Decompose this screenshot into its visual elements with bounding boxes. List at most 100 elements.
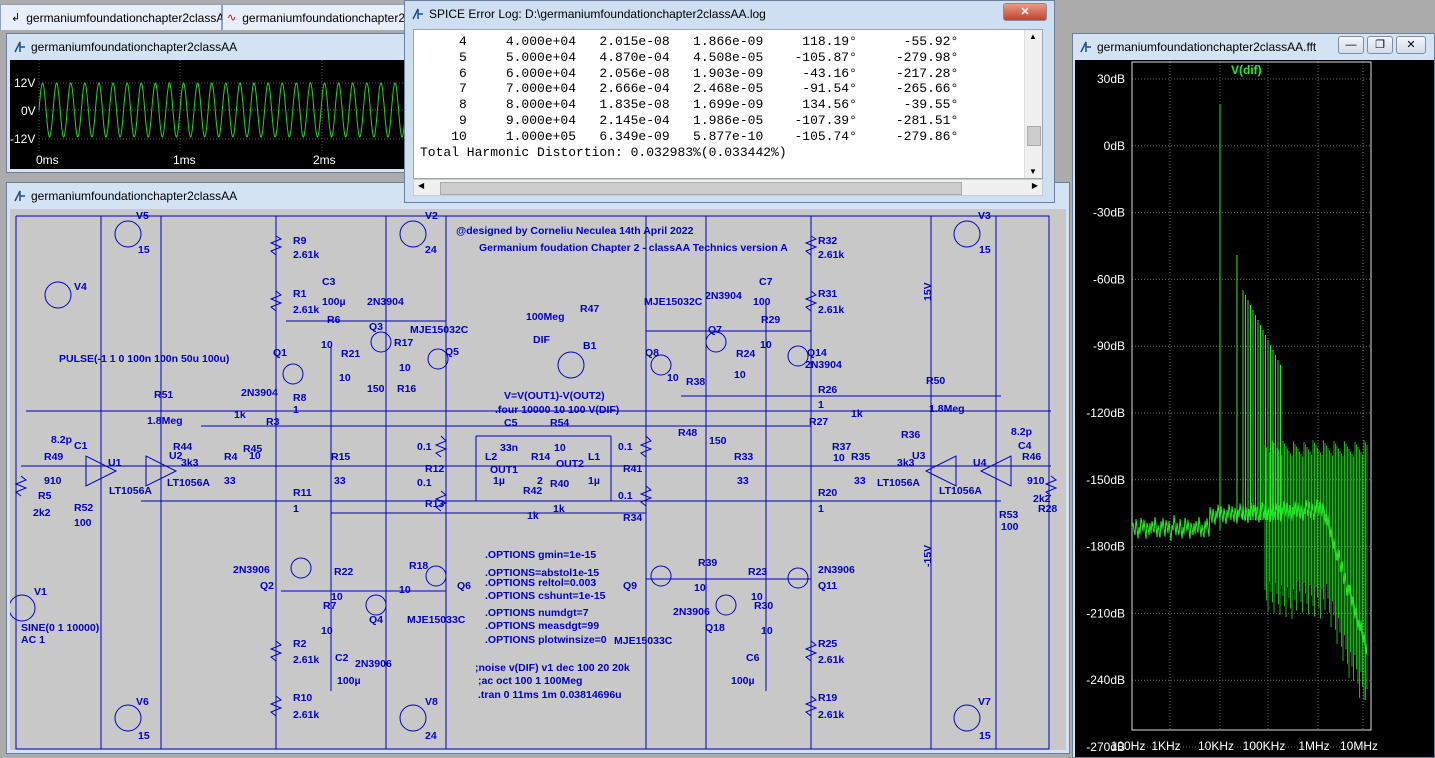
component-label[interactable]: 33 [334,475,346,487]
component-label[interactable]: 1k [851,408,863,420]
component-label[interactable]: 33 [854,475,866,487]
component-label[interactable]: 150 [709,435,727,447]
log-horizontal-scrollbar[interactable]: ◀ ▶ [413,179,1043,196]
log-text-area[interactable]: 4 4.000e+04 2.015e-08 1.866e-09 118.19° … [413,29,1043,179]
component-label[interactable]: R16 [397,383,416,395]
component-label[interactable]: Q14 [807,347,827,359]
component-label[interactable]: R14 [531,451,550,463]
component-label[interactable]: R41 [623,463,642,475]
component-label[interactable]: 2.61k [818,654,844,666]
component-label[interactable]: 150 [367,383,385,395]
component-label[interactable]: LT1056A [167,477,210,489]
component-label[interactable]: U1 [108,457,122,469]
component-label[interactable]: R21 [341,348,360,360]
component-label[interactable]: Q6 [457,580,471,592]
component-label[interactable]: 100 [1001,521,1019,533]
component-label[interactable]: R11 [293,487,312,499]
component-label[interactable]: 1k [234,409,246,421]
component-label[interactable]: 24 [425,244,437,256]
component-label[interactable]: L2 [485,451,497,463]
component-label[interactable]: 1 [293,404,299,416]
scroll-thumb[interactable] [1027,126,1041,146]
component-label[interactable]: 8.2p [51,434,72,446]
component-label[interactable]: 1.8Meg [147,415,183,427]
component-label[interactable]: 1k [527,510,539,522]
component-label[interactable]: 2k2 [33,507,51,519]
log-vertical-scrollbar[interactable]: ▲ ▼ [1024,30,1042,178]
tab-schematic-1[interactable]: ↲ germaniumfoundationchapter2classAA [0,4,232,30]
scroll-down-arrow[interactable]: ▼ [1029,167,1037,176]
component-label[interactable]: 1 [818,399,824,411]
component-label[interactable]: 100µ [337,675,361,687]
component-label[interactable]: 2N3904 [805,359,842,371]
component-label[interactable]: 2k2 [1033,493,1051,505]
component-label[interactable]: 910 [1027,475,1045,487]
component-label[interactable]: 15 [979,244,991,256]
component-label[interactable]: C5 [504,417,518,429]
component-label[interactable]: V8 [425,696,438,708]
component-label[interactable]: 2.61k [818,249,844,261]
component-label[interactable]: U3 [912,450,926,462]
component-label[interactable]: Q5 [445,346,459,358]
component-label[interactable]: Q7 [708,324,722,336]
component-label[interactable]: 1.8Meg [929,403,965,415]
component-label[interactable]: 10 [339,372,351,384]
waveform-plot[interactable]: 12V 0V -12V 0ms 1ms 2ms [10,60,407,169]
component-label[interactable]: 2.61k [293,304,319,316]
component-label[interactable]: 33 [224,475,236,487]
component-label[interactable]: R39 [698,557,717,569]
component-label[interactable]: R44 [173,441,192,453]
component-label[interactable]: V7 [978,696,991,708]
component-label[interactable]: R27 [809,416,828,428]
fft-titlebar[interactable]: germaniumfoundationchapter2classAA.fft —… [1073,34,1434,60]
component-label[interactable]: 2N3906 [673,606,710,618]
component-label[interactable]: 10 [694,582,706,594]
component-label[interactable]: V4 [74,281,87,293]
scroll-left-arrow[interactable]: ◀ [418,181,425,190]
component-label[interactable]: R1 [293,288,307,300]
component-label[interactable]: R34 [623,512,642,524]
component-label[interactable]: 10 [761,625,773,637]
component-label[interactable]: DIF [533,334,551,346]
component-label[interactable]: MJE15032C [410,324,469,336]
component-label[interactable]: R51 [154,389,173,401]
component-label[interactable]: 10 [751,591,763,603]
component-label[interactable]: R54 [550,417,569,429]
component-label[interactable]: C6 [746,652,760,664]
component-label[interactable]: R32 [818,235,837,247]
component-label[interactable]: R49 [44,451,63,463]
component-label[interactable]: Q2 [260,580,274,592]
component-label[interactable]: OUT2 [556,458,584,470]
tab-schematic-2[interactable]: ∿ germaniumfoundationchapter2classAA [222,4,407,30]
component-label[interactable]: Q8 [645,347,659,359]
component-label[interactable]: 2N3904 [241,387,278,399]
component-label[interactable]: U4 [973,457,987,469]
component-label[interactable]: 15 [138,244,150,256]
component-label[interactable]: R10 [293,692,312,704]
scroll-up-arrow[interactable]: ▲ [1029,32,1037,41]
component-label[interactable]: 15 [979,730,991,742]
component-label[interactable]: C1 [74,440,88,452]
component-label[interactable]: R13 [425,498,444,510]
component-label[interactable]: MJE15033C [407,614,466,626]
component-label[interactable]: 1µ [493,475,505,487]
waveform-titlebar[interactable]: germaniumfoundationchapter2classAA [7,34,405,60]
component-label[interactable]: R36 [901,429,920,441]
component-label[interactable]: 2.61k [293,654,319,666]
component-label[interactable]: 15 [138,730,150,742]
restore-button[interactable]: ❐ [1367,36,1393,54]
component-label[interactable]: 0.1 [417,477,432,489]
component-label[interactable]: R30 [754,600,773,612]
component-label[interactable]: Q3 [369,321,383,333]
component-label[interactable]: LT1056A [109,485,152,497]
component-label[interactable]: R4 [224,451,238,463]
component-label[interactable]: Q9 [623,580,637,592]
component-label[interactable]: 2N3904 [705,290,742,302]
scroll-thumb[interactable] [440,182,962,195]
component-label[interactable]: Q1 [273,347,287,359]
component-label[interactable]: R31 [818,288,837,300]
component-label[interactable]: 910 [44,475,62,487]
component-label[interactable]: 10 [554,442,566,454]
component-label[interactable]: 1k [553,503,565,515]
component-label[interactable]: R18 [409,560,428,572]
